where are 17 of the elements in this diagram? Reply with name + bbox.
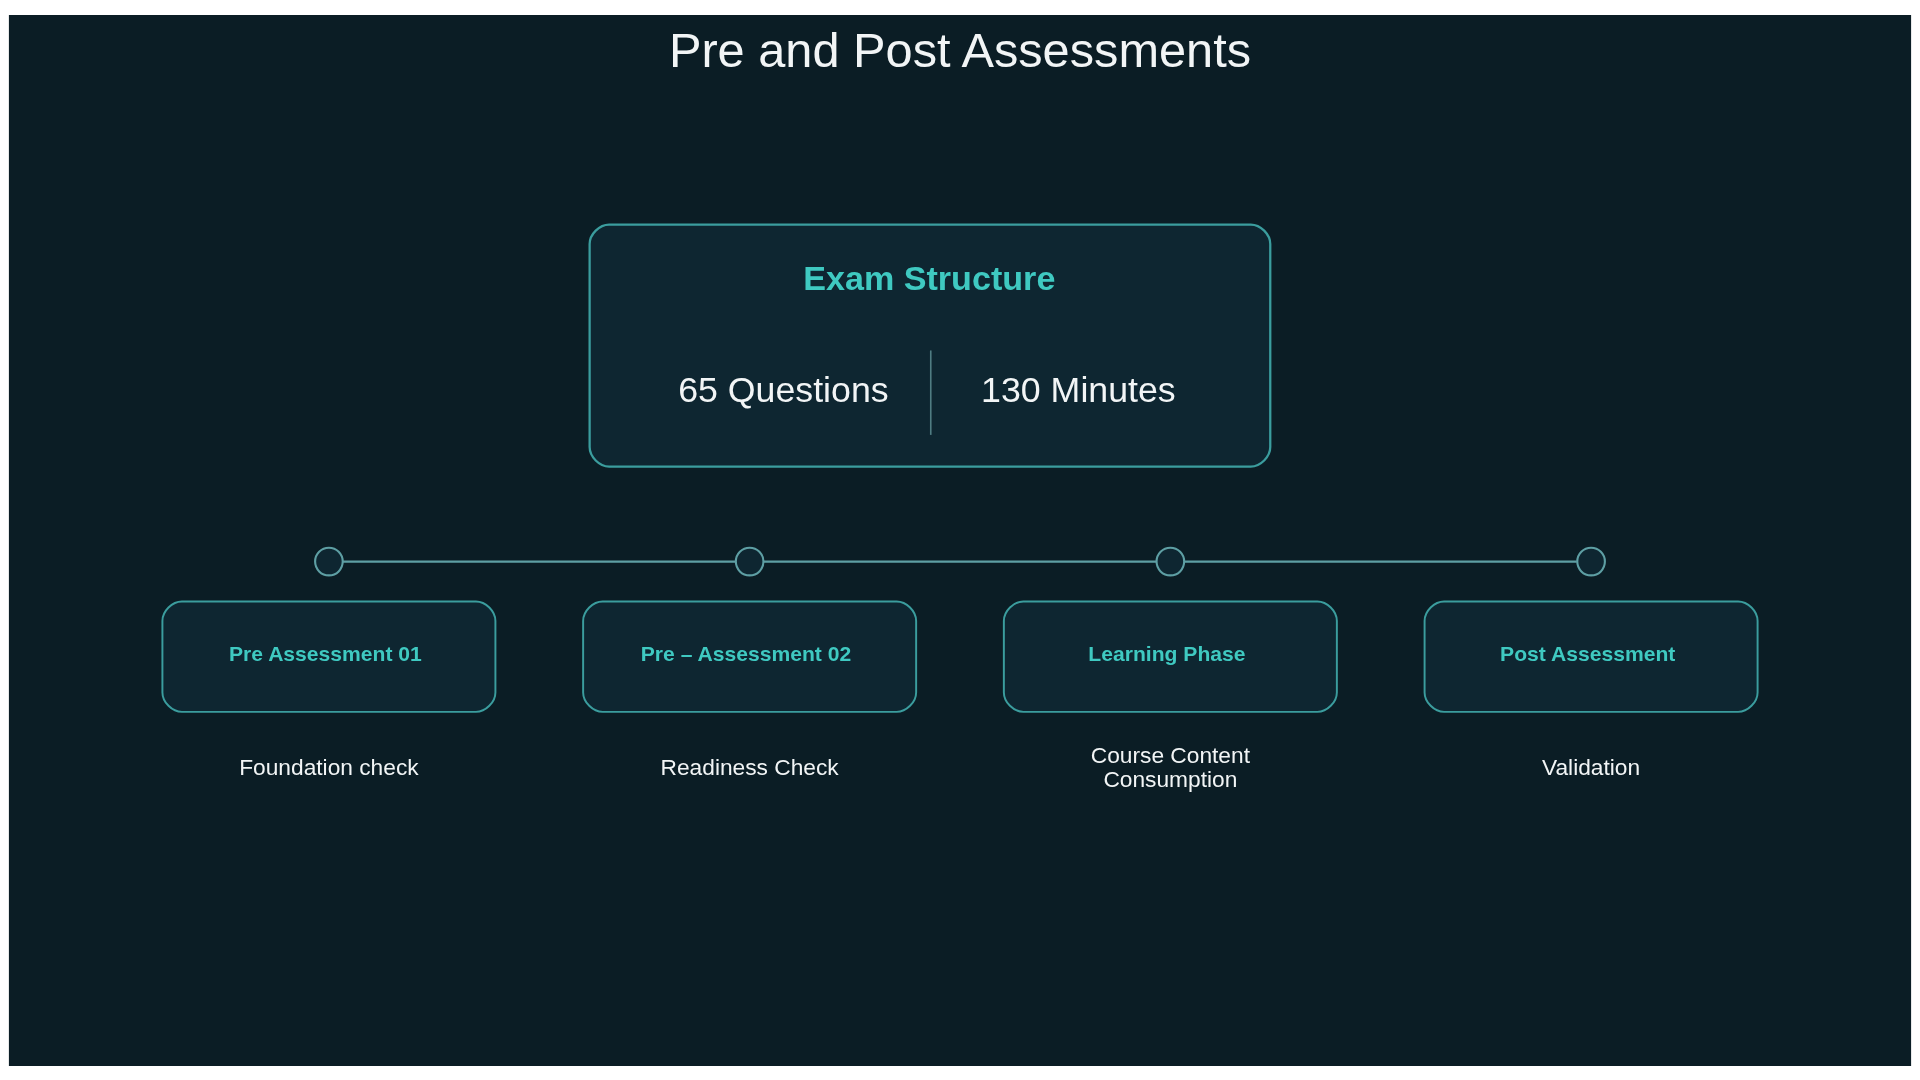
node-circle [1576, 546, 1606, 576]
node-box: Learning Phase [1002, 599, 1338, 713]
node-label: Validation [1542, 753, 1641, 780]
node-circle [734, 546, 765, 576]
connector [1184, 560, 1577, 563]
node-box: Exam Structure 65 Questions 130 Minutes [588, 222, 1272, 468]
node-box: Pre – Assessment 02 [582, 599, 918, 713]
diagram-title: Pre and Post Assessments [668, 22, 1252, 77]
node-circle [1155, 546, 1186, 576]
node-label: Foundation check [239, 753, 419, 780]
connector [342, 560, 736, 563]
node-box: Pre Assessment 01 [161, 599, 497, 713]
node-label: Readiness Check [660, 753, 839, 780]
node-circle [314, 546, 344, 576]
node-label: Course Content Consumption [1090, 741, 1250, 792]
node-box: Post Assessment [1423, 599, 1759, 713]
connector [763, 560, 1157, 563]
